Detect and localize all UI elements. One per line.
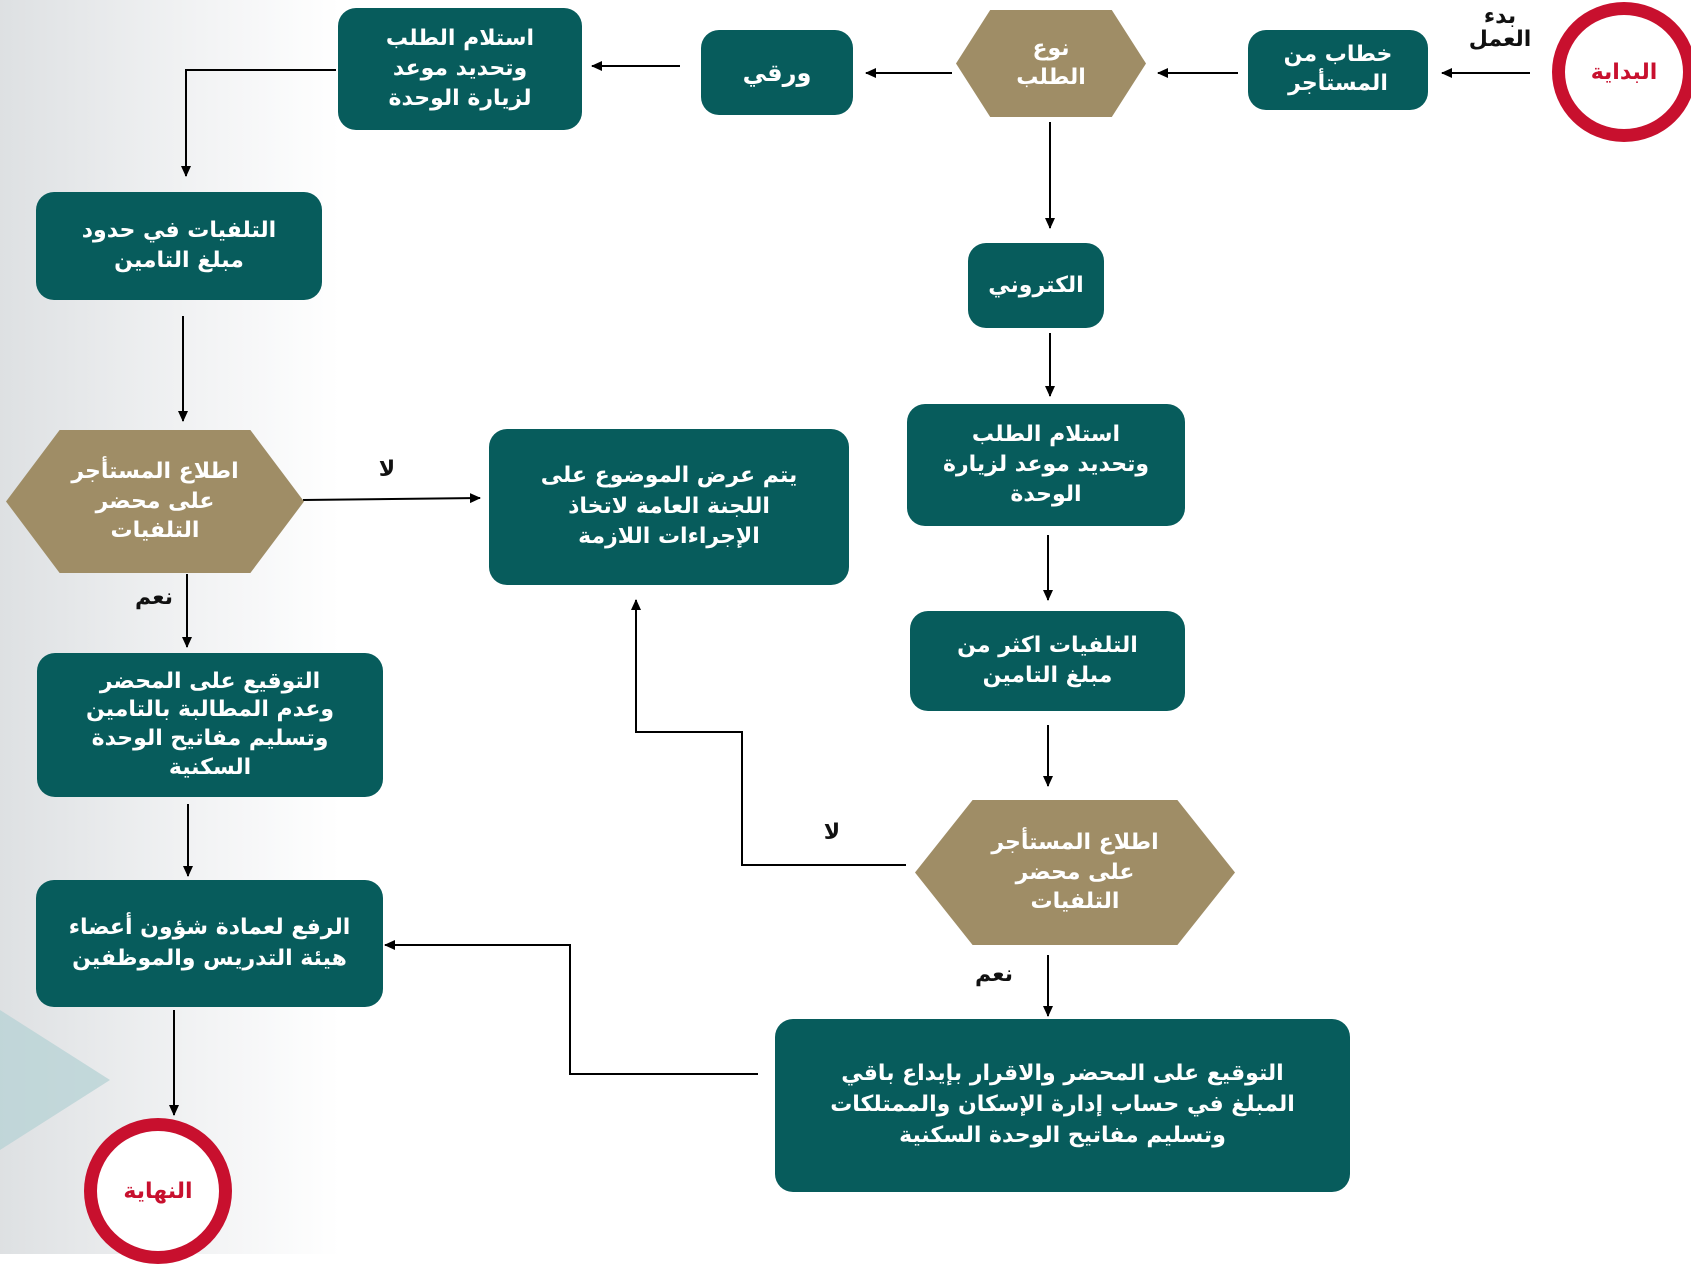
background-triangle [0,1010,110,1150]
arrow-review-left-no [302,493,481,504]
review-left-decision: اطلاع المستأجر على محضر التلفيات [6,430,304,573]
receive-electronic-box: استلام الطلب وتحديد موعد لزيارة الوحدة [907,404,1185,526]
yes-label-left: نعم [135,585,173,610]
sign-left-box: التوقيع على المحضر وعدم المطالبة بالتامي… [37,653,383,797]
sign-right-box: التوقيع على المحضر والاقرار بإيداع باقي … [775,1019,1350,1192]
electronic-box: الكتروني [968,243,1104,328]
request-type-decision: نوع الطلب [956,10,1146,117]
tenant-letter-box: خطاب من المستأجر [1248,30,1428,110]
arrow-sign-right-to-escalate [384,940,758,1075]
damage-exceeds-box: التلفيات اكثر من مبلغ التامين [910,611,1185,711]
receive-paper-box: استلام الطلب وتحديد موعد لزيارة الوحدة [338,8,582,130]
start-terminal: البداية [1552,2,1691,142]
review-right-decision: اطلاع المستأجر على محضر التلفيات [915,800,1235,945]
yes-label-right: نعم [975,962,1013,987]
arrow-receive-to-within [181,69,336,177]
arrow-review-right-no [631,599,906,866]
no-label-left: لا [378,457,396,482]
paper-box: ورقي [701,30,853,115]
start-label: بدء العمل [1468,4,1532,53]
end-terminal: النهاية [84,1118,232,1264]
escalate-box: الرفع لعمادة شؤون أعضاء هيئة التدريس وال… [36,880,383,1007]
damage-within-box: التلفيات في حدود مبلغ التامين [36,192,322,300]
no-label-right: لا [823,820,841,845]
committee-box: يتم عرض الموضوع على اللجنة العامة لاتخاذ… [489,429,849,585]
